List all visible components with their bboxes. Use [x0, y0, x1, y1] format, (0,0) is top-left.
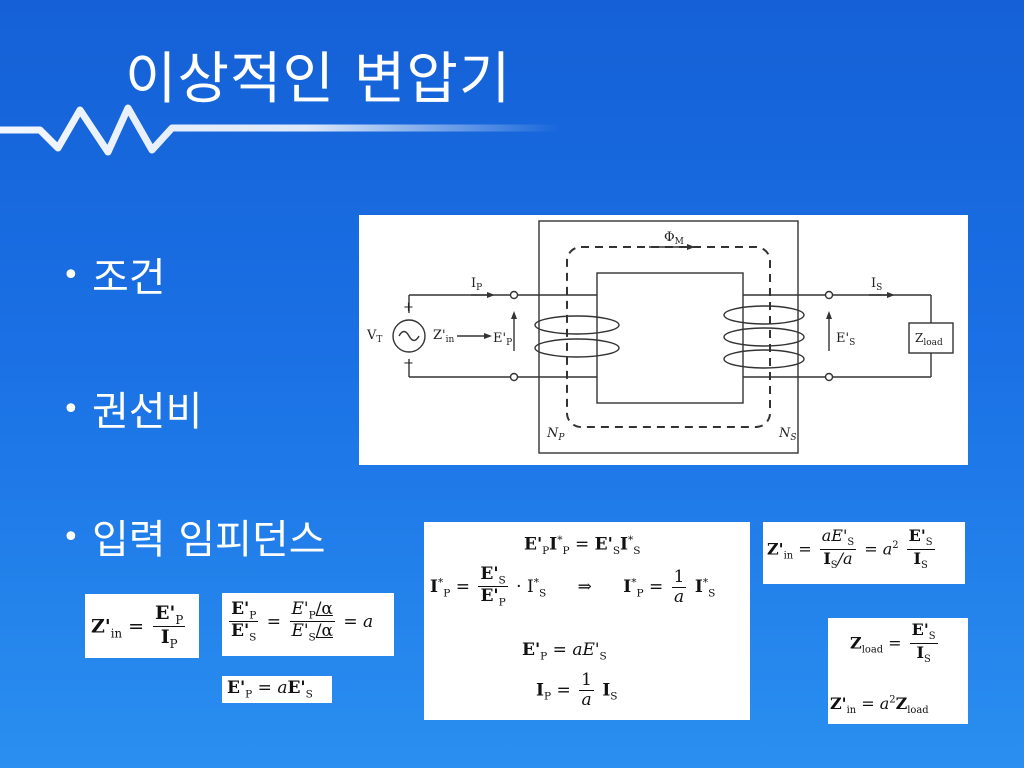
is-label: IS — [871, 276, 882, 293]
es-label: E'S — [836, 331, 855, 348]
bullet-item: • 권선비 — [62, 392, 202, 432]
decorative-wave-line — [0, 104, 560, 156]
flux-label: ΦM — [664, 230, 684, 247]
equation-ep-ae-small: E'P = aE'S — [222, 676, 332, 703]
core-inner — [596, 272, 744, 404]
zin-label: Z'in — [433, 328, 454, 345]
circuit-drawing: + − VT Z'in E'P E'S IP IS ΦM NP NS Zload — [366, 220, 954, 454]
bullet-item: • 조건 — [62, 258, 166, 298]
ip-label: IP — [471, 276, 482, 293]
core-outer — [538, 220, 799, 454]
ns-label: NS — [778, 426, 797, 443]
ac-source-icon — [392, 319, 426, 353]
bullet-text: 조건 — [92, 255, 166, 301]
transformer-circuit-diagram: + − VT Z'in E'P E'S IP IS ΦM NP NS Zload — [359, 215, 968, 465]
bullet-dot-icon: • — [62, 258, 80, 293]
bullet-text: 입력 임피던스 — [92, 517, 326, 563]
bullet-dot-icon: • — [62, 392, 80, 427]
np-label: NP — [546, 426, 565, 443]
bullet-dot-icon: • — [62, 520, 80, 555]
minus-sign: − — [403, 356, 414, 371]
zload-label: Zload — [915, 331, 943, 348]
source-label: VT — [366, 328, 382, 345]
ep-label: E'P — [493, 331, 512, 348]
slide-title: 이상적인 변압기 — [125, 47, 512, 112]
load-box — [908, 322, 954, 354]
bullet-text: 권선비 — [92, 389, 203, 435]
bullet-item: • 입력 임피던스 — [62, 520, 326, 560]
plus-sign: + — [403, 300, 414, 315]
